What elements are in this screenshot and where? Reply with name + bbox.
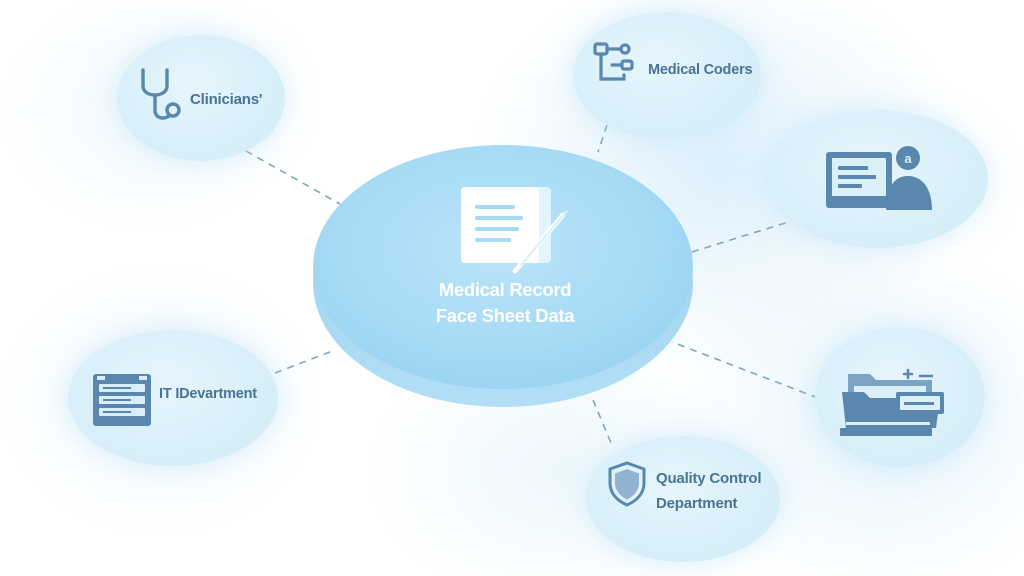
center-title-line1: Medical Record <box>438 279 572 300</box>
connector-patient-profile <box>691 218 799 253</box>
connector-it-department <box>274 349 336 374</box>
center-hub <box>313 145 693 407</box>
shield-icon <box>608 461 646 507</box>
node-quality-control-label: Quality Control Department <box>656 466 762 516</box>
node-it-department-label: IT IDevartment <box>159 386 257 402</box>
node-clinicians-label: Clinicians' <box>190 91 263 108</box>
server-rack-icon <box>93 374 151 426</box>
document-pen-icon <box>461 187 568 274</box>
node-quality-control-label-line1: Quality Control <box>656 470 762 487</box>
center-title-line2: Face Sheet Data <box>435 305 575 326</box>
center-title: Medical Record Face Sheet Data <box>400 277 610 329</box>
node-quality-control-label-line2: Department <box>656 495 738 512</box>
id-card-person-icon: a <box>826 146 932 210</box>
connector-clinicians <box>245 150 341 205</box>
svg-text:a: a <box>904 151 912 166</box>
flowchart-icon <box>593 42 634 81</box>
node-clinicians[interactable] <box>117 35 285 161</box>
node-medical-coders[interactable] <box>573 12 761 140</box>
folder-files-icon <box>840 368 944 436</box>
node-medical-coders-label: Medical Coders <box>648 62 753 78</box>
connector-medical-coders <box>597 124 608 153</box>
connector-records-folder <box>671 341 819 399</box>
center-disc-top <box>313 145 693 389</box>
stethoscope-icon <box>141 68 181 120</box>
